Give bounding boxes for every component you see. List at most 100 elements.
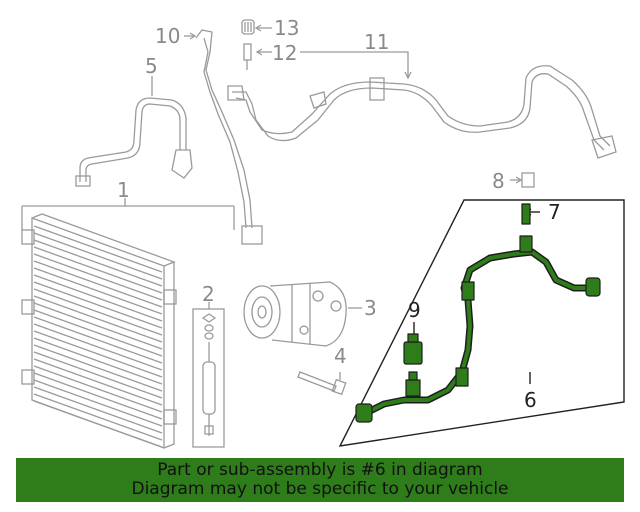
condenser-mount-tab: [21, 369, 35, 385]
leader-line-11: [300, 51, 409, 78]
receiver-drier-part-2: [192, 302, 225, 448]
condenser-fin: [33, 267, 163, 315]
callout-9: 9: [408, 298, 421, 322]
ac-line-6-service-port: [519, 235, 533, 253]
condenser-fin: [33, 337, 163, 385]
condenser-fin: [33, 386, 163, 434]
condenser-mount-tab: [163, 289, 177, 305]
leader-arrow-12: [255, 48, 263, 56]
hose-5-inner: [85, 103, 181, 182]
callout-6: 6: [524, 388, 537, 412]
condenser-fin: [33, 295, 163, 343]
condenser-fin: [33, 260, 163, 308]
clip-part-8: [510, 172, 535, 188]
condenser-fin: [33, 351, 163, 399]
compressor-part-3: [243, 281, 362, 347]
bolt-part-4: [297, 371, 347, 396]
condenser-fin: [33, 225, 163, 273]
ac-line-6-end-fitting: [355, 403, 373, 423]
condenser-mount-tab: [21, 229, 35, 245]
line-part-11: [227, 24, 617, 159]
condenser-fin: [33, 302, 163, 350]
condenser-fin: [33, 246, 163, 294]
ac-line-6-crimp: [455, 367, 469, 387]
line-10-inner: [203, 37, 247, 229]
condenser-fin: [33, 309, 163, 357]
line-10-outer: [195, 29, 253, 229]
callout-3: 3: [364, 296, 377, 320]
compressor-pulley-center: [257, 305, 267, 319]
leader-arrow-10: [189, 32, 197, 40]
condenser-fin: [33, 323, 163, 371]
hose-5-block: [171, 149, 193, 179]
callout-13: 13: [274, 16, 300, 40]
hose-part-5: [75, 76, 193, 187]
line-11-outer: [232, 73, 605, 151]
condenser-fins: [33, 225, 163, 448]
condenser-fin: [33, 274, 163, 322]
bolt-head: [331, 378, 347, 396]
line-11-end-fitting: [591, 135, 617, 159]
compressor-body: [269, 281, 347, 347]
service-cap: [241, 19, 255, 35]
compressor-port: [312, 290, 324, 302]
ac-line-6-crimp: [461, 281, 475, 301]
condenser-fin: [33, 379, 163, 427]
condenser-fin: [33, 232, 163, 280]
ac-line-6-service-port-tip: [408, 371, 418, 381]
cap-part-13: [241, 19, 255, 35]
condenser-fin: [33, 372, 163, 420]
callout-4: 4: [334, 344, 347, 368]
drier-o-ring: [204, 332, 214, 340]
clip: [521, 172, 535, 188]
ac-line-6-outline: [358, 248, 592, 418]
condenser-fin: [33, 253, 163, 301]
callout-11: 11: [364, 30, 390, 54]
callout-5: 5: [145, 54, 158, 78]
part-6-box: [338, 199, 625, 447]
condenser-top-edge: [31, 213, 176, 267]
condenser-fin: [33, 288, 163, 336]
compressor-port: [299, 325, 309, 335]
compressor-pulley: [243, 285, 281, 339]
ac-line-6-pressure-sensor: [403, 341, 423, 365]
ac-line-6-valve-core: [521, 203, 531, 225]
condenser-fin: [33, 344, 163, 392]
line-11-fitting: [309, 91, 327, 109]
banner-line-1: Part or sub-assembly is #6 in diagram: [157, 460, 483, 480]
drier-plug: [204, 425, 214, 435]
callout-7: 7: [548, 200, 561, 224]
drier-cartridge: [202, 361, 216, 415]
ac-line-6-end-fitting: [585, 277, 601, 297]
condenser-part-1: [21, 198, 235, 449]
callout-1: 1: [117, 178, 130, 202]
banner-line-2: Diagram may not be specific to your vehi…: [131, 479, 509, 499]
compressor-pulley-hub: [251, 296, 273, 328]
condenser-mount-tab: [163, 409, 177, 425]
drier-o-ring: [204, 324, 214, 332]
condenser-fin: [33, 393, 163, 441]
info-banner: Part or sub-assembly is #6 in diagram Di…: [16, 458, 624, 502]
condenser-fin: [33, 239, 163, 287]
line-10-fitting: [241, 225, 263, 245]
ac-line-6-service-port: [405, 379, 421, 397]
condenser-fin: [33, 358, 163, 406]
hose-5-fitting: [75, 175, 91, 187]
condenser-fin: [33, 330, 163, 378]
part-6-group-outline: [338, 199, 625, 447]
ac-line-part-6: [355, 203, 601, 423]
condenser-fin: [33, 400, 163, 448]
condenser-fin: [33, 281, 163, 329]
leader-arrow-13: [254, 24, 262, 32]
drier-seal-ring: [201, 313, 217, 323]
valve-core-part-12: [243, 43, 252, 70]
compressor-port: [330, 300, 342, 312]
bolt-shank: [297, 371, 337, 392]
ac-line-6-sensor-cap: [407, 333, 419, 343]
line-part-10: [184, 29, 263, 245]
callout-12: 12: [272, 41, 298, 65]
callout-8: 8: [492, 169, 505, 193]
valve-core: [243, 43, 252, 61]
hose-5-outer: [79, 97, 187, 182]
